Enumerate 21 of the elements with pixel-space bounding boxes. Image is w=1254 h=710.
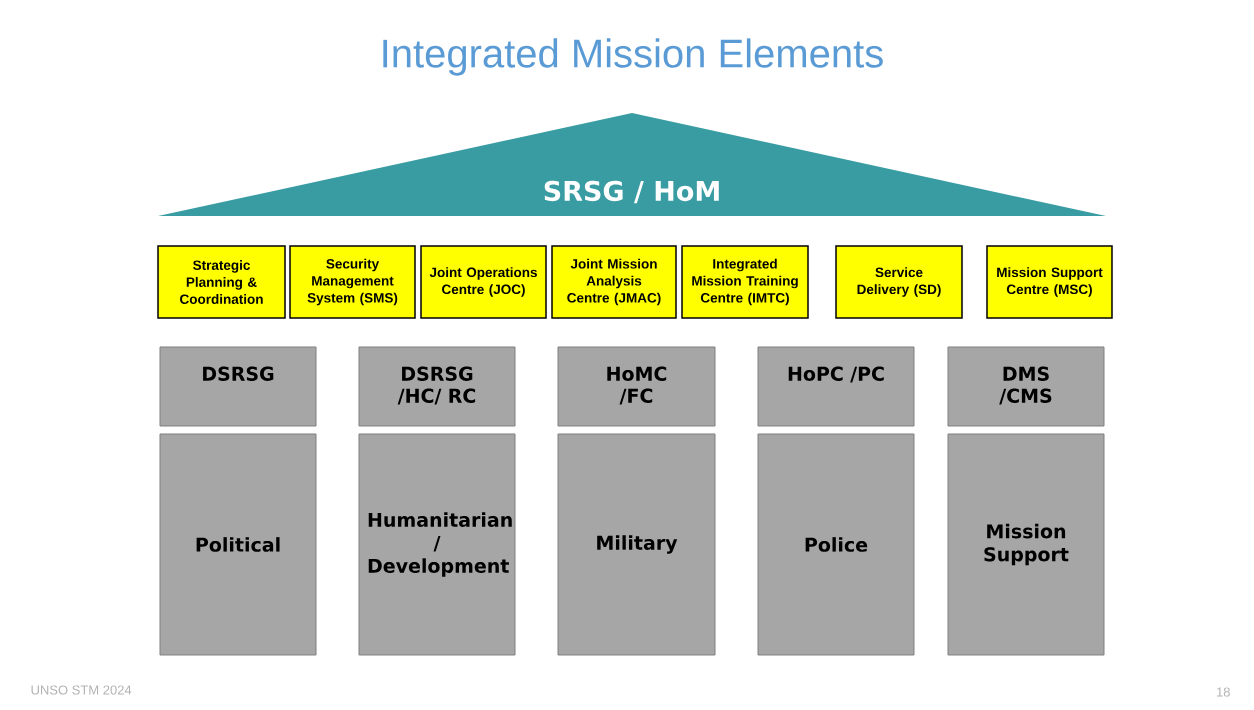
unit-box: Service Delivery (SD): [835, 245, 963, 319]
roof-triangle: SRSG / HoM: [158, 113, 1106, 216]
pillar-head-box: DSRSG /HC/ RC: [358, 346, 516, 427]
unit-box: Joint Mission Analysis Centre (JMAC): [551, 245, 677, 319]
pillar-box: Military: [557, 433, 716, 656]
unit-box: Joint Operations Centre (JOC): [420, 245, 547, 319]
pillar-box: Political: [159, 433, 317, 656]
pillar-head-box: HoMC /FC: [557, 346, 716, 427]
pillar-head-box: DMS /CMS: [947, 346, 1105, 427]
footer-text: 18: [1217, 687, 1230, 697]
pillar-head-box: DSRSG: [159, 346, 317, 427]
unit-box: Strategic Planning & Coordination: [157, 245, 286, 319]
unit-box: Integrated Mission Training Centre (IMTC): [681, 245, 809, 319]
title: Integrated Mission Elements: [383, 38, 883, 76]
footer-text: UNSO STM 2024: [31, 685, 132, 695]
unit-box: Mission Support Centre (MSC): [986, 245, 1113, 319]
pillar-head-box: HoPC /PC: [757, 346, 915, 427]
pillar-box: Police: [757, 433, 915, 656]
pillar-box: Humanitarian / Development: [358, 433, 516, 656]
pillar-box: Mission Support: [947, 433, 1105, 656]
unit-box: Security Management System (SMS): [289, 245, 416, 319]
